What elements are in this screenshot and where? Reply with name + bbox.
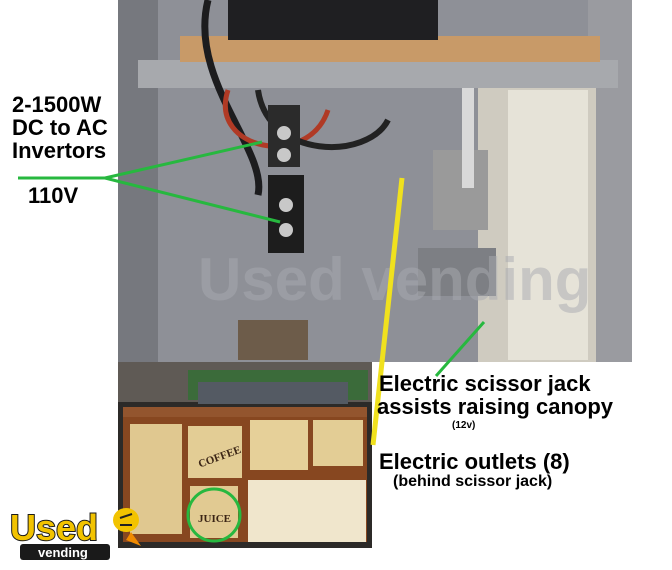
invertors-label-line1: 2-1500W (12, 92, 102, 117)
scissor-label-line2: assists raising canopy (377, 394, 613, 419)
juice-sign: JUICE (198, 513, 231, 525)
invertors-label-line3: Invertors (12, 138, 107, 163)
voltage-label: 110V (28, 183, 79, 208)
invertors-label-line2: DC to AC (12, 115, 108, 140)
outlets-note: (behind scissor jack) (393, 473, 553, 490)
used-vending-logo: Used vending (8, 502, 148, 564)
watermark-text: Used vending (198, 246, 591, 313)
cart-scene: COFFEE JUICE (118, 362, 372, 548)
photo-scene: Used vending (118, 0, 632, 362)
logo-graphic: Used vending (9, 506, 141, 560)
scissor-label-line1: Electric scissor jack (379, 371, 591, 396)
cart-photo: COFFEE JUICE (118, 362, 372, 548)
logo-word: Used (10, 507, 98, 548)
scissor-note: (12v) (452, 420, 476, 431)
logo-tagline: vending (38, 545, 88, 560)
outlets-label: Electric outlets (8) (379, 449, 570, 474)
main-photo: Used vending (118, 0, 632, 362)
